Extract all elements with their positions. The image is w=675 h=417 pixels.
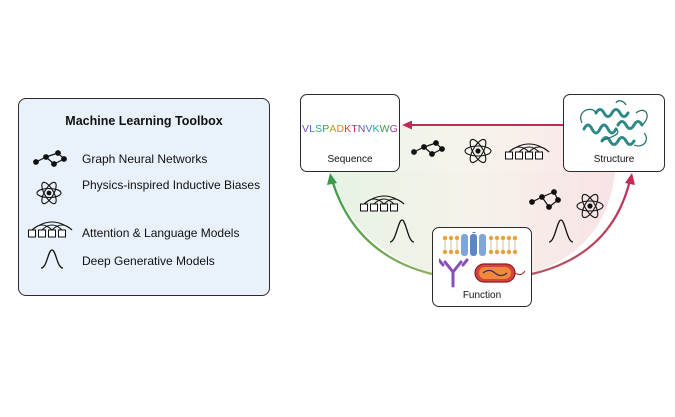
legend-item-attention: Attention & Language Models (18, 221, 270, 248)
bell-curve-icon (548, 219, 574, 243)
sequence-residue: L (309, 123, 316, 135)
function-illustration (439, 232, 526, 288)
sequence-residue: V (365, 123, 373, 135)
attention-icon (360, 195, 405, 212)
toolbox-title: Machine Learning Toolbox (65, 114, 223, 128)
sequence-residue: K (344, 123, 352, 135)
sequence-residue: D (336, 123, 345, 135)
sequence-residue: N (357, 123, 366, 135)
legend-label-attention: Attention & Language Models (82, 226, 240, 240)
graph-network-icon (411, 140, 445, 157)
antibody-image (439, 258, 469, 288)
structure-label: Structure (593, 154, 635, 165)
atom-icon (464, 138, 492, 164)
toolbox-panel (18, 98, 270, 296)
atom-icon (36, 181, 62, 205)
attention-icon (505, 143, 550, 160)
sequence-residue: K (372, 123, 380, 135)
graph-network-icon (33, 150, 67, 167)
bacterium-image (474, 263, 526, 283)
sequence-residue: A (329, 123, 337, 135)
atom-icon (576, 193, 604, 219)
bell-curve-icon (40, 249, 64, 269)
legend-label-atom: Physics-inspired Inductive Biases (82, 178, 261, 192)
sequence-residues: VLSPADKTNVKWG (301, 123, 399, 135)
structure-node: Structure (563, 94, 665, 172)
sequence-label: Sequence (327, 154, 373, 165)
legend-label-graph: Graph Neural Networks (82, 152, 208, 166)
sequence-residue: G (389, 123, 398, 135)
sequence-residue: T (351, 123, 358, 135)
arrow-function-to-structure (531, 179, 632, 276)
legend-item-graph: Graph Neural Networks (18, 150, 270, 180)
attention-icon (28, 221, 73, 238)
sequence-residue: P (322, 123, 330, 135)
function-label: Function (462, 290, 502, 301)
legend-item-atom: Physics-inspired Inductive Biases (18, 178, 270, 218)
membrane-channel-image (442, 232, 518, 256)
graph-network-icon (529, 189, 561, 210)
legend-label-generative: Deep Generative Models (82, 254, 215, 268)
sequence-node: VLSPADKTNVKWG Sequence (300, 94, 400, 172)
sequence-residue: W (379, 123, 390, 135)
protein-structure-image (580, 100, 648, 147)
legend-item-generative: Deep Generative Models (18, 249, 270, 276)
function-node: Function (432, 227, 532, 307)
bell-curve-icon (389, 219, 415, 243)
sequence-residue: V (302, 123, 310, 135)
sequence-residue: S (315, 123, 323, 135)
arrow-function-to-sequence (330, 179, 433, 276)
